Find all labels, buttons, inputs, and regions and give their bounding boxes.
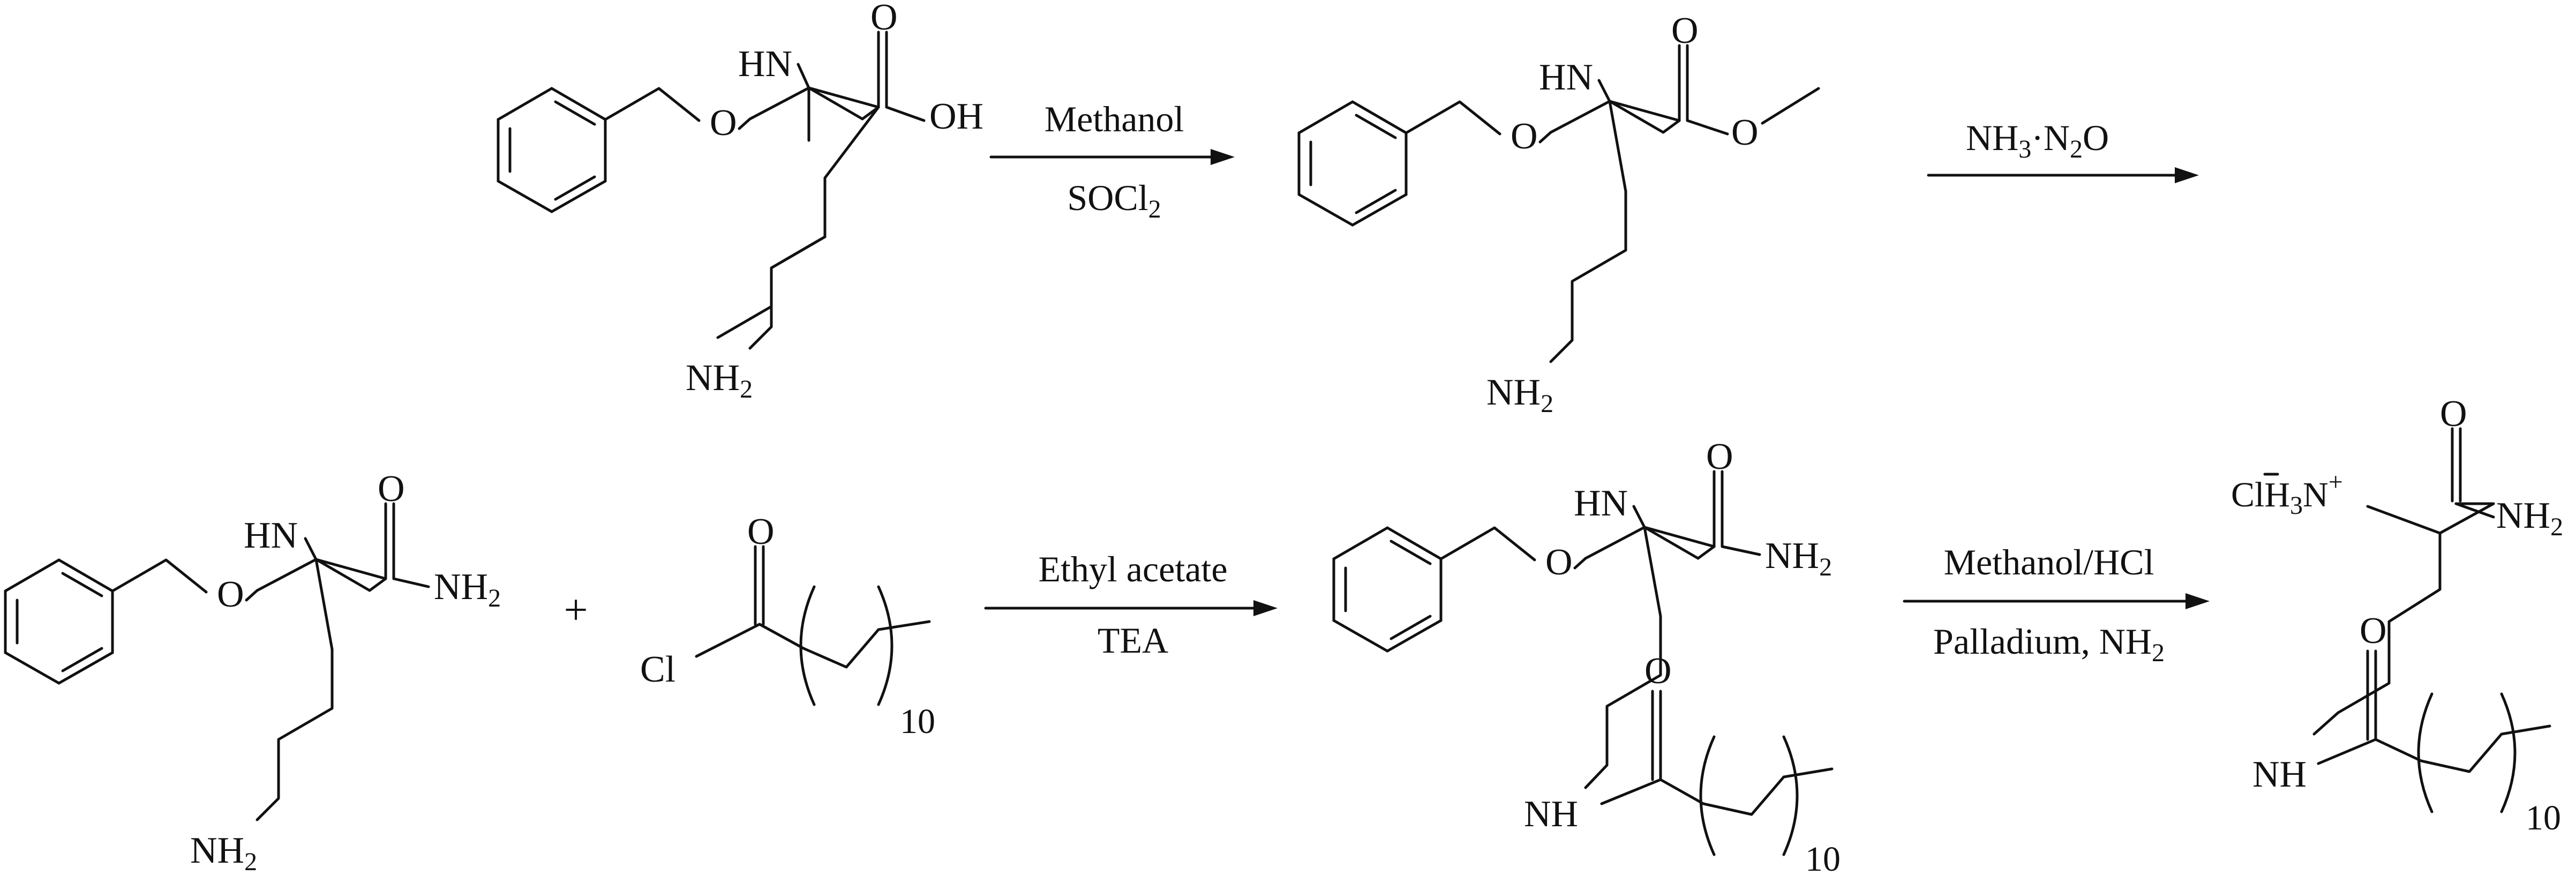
- chlorine-label: Cl: [640, 649, 675, 690]
- lysine-side-chain: [1584, 526, 1662, 789]
- repeat-bracket-left: [2417, 692, 2434, 813]
- lysine-side-chain: [2312, 532, 2442, 736]
- reaction-arrow-2: NH3·N2O: [1927, 117, 2199, 183]
- amide-nh2-label: NH2: [434, 566, 501, 612]
- arrow-3-reagent-bottom: TEA: [1098, 620, 1168, 661]
- carbonyl-oxygen-label: O: [870, 0, 898, 38]
- ether-oxygen-label: O: [1511, 116, 1538, 157]
- repeat-bracket-right: [1782, 735, 1799, 856]
- compound-5-hydrochloride-product: ClH3N+ O NH2 O NH 10: [2231, 393, 2563, 837]
- arrow-1-reagent-top: Methanol: [1045, 99, 1184, 139]
- acyl-oxygen-label: O: [1644, 650, 1672, 692]
- arrow-4-reagent-top: Methanol/HCl: [1944, 542, 2154, 582]
- arrow-1-reagent-bottom: SOCl2: [1067, 177, 1161, 223]
- amine-label: HN: [1539, 57, 1593, 98]
- compound-3-amide: HN O O NH2 NH2: [4, 468, 501, 875]
- repeat-count-label: 10: [2526, 798, 2561, 837]
- arrow-2-reagent-top: NH3·N2O: [1966, 117, 2109, 163]
- repeat-count-label: 10: [1805, 840, 1841, 875]
- carbonyl-oxygen-label: O: [747, 511, 775, 552]
- amide-nh2-label: NH2: [1765, 535, 1832, 581]
- repeat-bracket-right: [2500, 692, 2517, 813]
- amide-nh-label: NH: [2252, 754, 2307, 795]
- repeat-bracket-left: [1699, 735, 1716, 856]
- amine-label: HN: [1574, 483, 1628, 524]
- lysine-side-chain: [256, 558, 334, 821]
- repeat-bracket-left: [799, 585, 816, 706]
- repeat-count-label: 10: [900, 702, 935, 741]
- repeat-bracket-right: [877, 585, 893, 706]
- reaction-arrow-3: Ethyl acetate TEA: [984, 549, 1278, 661]
- carbonyl-oxygen-label: O: [1706, 436, 1733, 477]
- reaction-arrow-1: Methanol SOCl2: [989, 99, 1235, 223]
- compound-2-methyl-ester: HN O O O NH2: [1297, 10, 1820, 418]
- acyl-oxygen-label: O: [2360, 610, 2387, 652]
- lauroyl-chloride-reagent: O Cl 10: [640, 511, 935, 741]
- ether-oxygen-label: O: [1545, 542, 1573, 583]
- lysine-side-chain: [1549, 190, 1627, 363]
- amide-nh2-label: NH2: [2496, 495, 2563, 541]
- carbonyl-oxygen-label: O: [2440, 393, 2467, 435]
- ester-oxygen-label: O: [1731, 112, 1759, 153]
- amino-nh2-label: NH2: [190, 830, 257, 875]
- arrow-4-reagent-bottom: Palladium, NH2: [1933, 621, 2165, 667]
- amide-nh-label: NH: [1524, 794, 1578, 835]
- amino-nh2-label: NH2: [1486, 372, 1553, 418]
- amine-label: HN: [738, 43, 792, 85]
- carbonyl-oxygen-label: O: [1671, 10, 1699, 51]
- amine-label: HN: [244, 515, 298, 556]
- alpha-chain-bonds: [738, 86, 864, 130]
- carbonyl-oxygen-label: O: [378, 468, 405, 510]
- reaction-arrow-4: Methanol/HCl Palladium, NH2: [1903, 542, 2210, 667]
- benzene-ring: [1297, 100, 1408, 227]
- benzene-ring: [1332, 526, 1443, 653]
- ether-oxygen-label: O: [710, 102, 737, 144]
- compound-4-acylated-amide: HN O O NH2 O NH 10: [1332, 436, 1841, 875]
- arrow-3-reagent-top: Ethyl acetate: [1038, 549, 1227, 589]
- benzene-ring: [497, 87, 607, 213]
- backbone-bonds: [604, 87, 701, 122]
- plus-sign: +: [564, 587, 588, 634]
- compound-1-starting-acid: HN O O OH NH2: [497, 0, 983, 403]
- benzene-ring: [4, 558, 114, 685]
- acid-oh-label: OH: [929, 96, 983, 137]
- ammonium-chloride-label: ClH3N+: [2231, 468, 2343, 520]
- amino-nh2-label: NH2: [686, 357, 753, 403]
- ether-oxygen-label: O: [217, 574, 244, 615]
